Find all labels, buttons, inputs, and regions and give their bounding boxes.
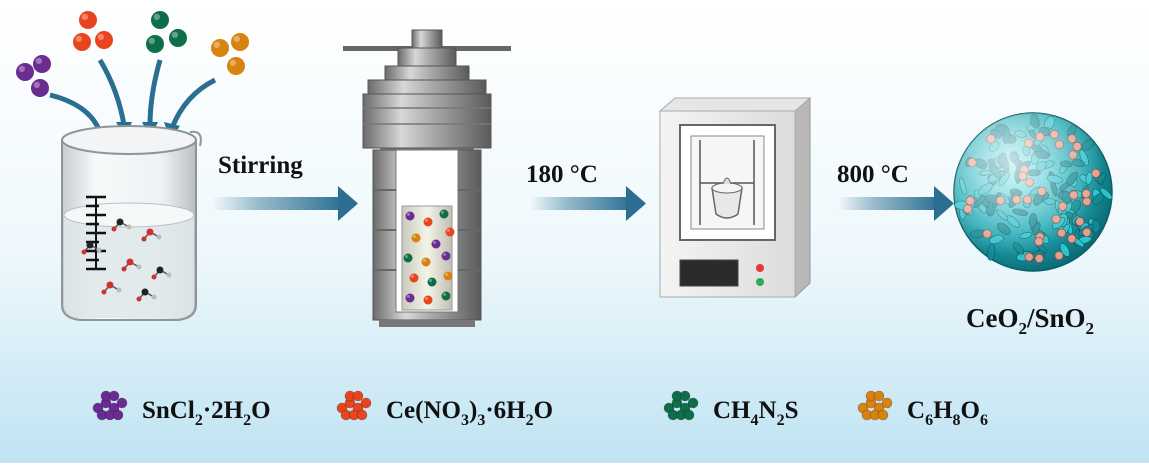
molecule-atom (136, 296, 142, 302)
crucible (711, 187, 743, 219)
molecule-atom (156, 234, 162, 240)
solution-particle (441, 291, 451, 301)
solution-particle (439, 209, 449, 219)
molecule-atom (126, 258, 134, 266)
solution-particle (409, 273, 419, 283)
process-arrow-calcination-head (934, 186, 954, 221)
curved-arrow (169, 77, 217, 129)
product-label: CeO2/SnO2 (966, 303, 1094, 338)
molecule-atom (111, 226, 117, 232)
molecule-atom (101, 289, 107, 295)
precursor-ball (95, 31, 113, 49)
precursor-ball (33, 55, 51, 73)
curved-arrow (97, 58, 127, 126)
precursor-ball (231, 33, 249, 51)
legend-label-thiourea: CH4N2S (713, 397, 798, 429)
molecule-atom (86, 241, 94, 249)
legend-item-thiourea: CH4N2S (663, 390, 798, 429)
solution-particle (423, 217, 433, 227)
step-label-hydrothermal: 180 °C (526, 161, 598, 188)
process-arrow-hydrothermal (530, 197, 632, 210)
molecule-atom (151, 274, 157, 280)
precursor-ball (227, 57, 245, 75)
process-arrow-calcination (838, 197, 940, 210)
molecule-atom (151, 294, 157, 300)
curved-arrow (147, 59, 163, 126)
legend-swatch-thiourea (663, 390, 699, 421)
ceo2-sno2-microsphere (953, 112, 1113, 272)
legend-label-ce_precursor: Ce(NO3)3·6H2O (386, 397, 553, 429)
molecule-atom (81, 249, 87, 255)
furnace-indicator-red (756, 264, 764, 272)
beaker-graduation-marks (86, 195, 106, 271)
molecule-atom (116, 218, 124, 226)
solution-particle (441, 251, 451, 261)
legend-item-ascorbic_acid: C6H8O6 (857, 390, 988, 429)
molecule-atom (126, 224, 132, 230)
beaker (61, 125, 202, 321)
molecule-atom (156, 266, 164, 274)
muffle-furnace (658, 96, 812, 299)
precursor-ball (146, 35, 164, 53)
process-arrow-stirring (212, 197, 344, 210)
solution-particle (431, 239, 441, 249)
solution-particle (421, 257, 431, 267)
solution-particle (423, 295, 433, 305)
process-arrow-stirring-head (338, 186, 358, 221)
molecule-atom (106, 281, 114, 289)
legend-label-ascorbic_acid: C6H8O6 (907, 397, 988, 429)
molecule-atom (116, 287, 122, 293)
legend-swatch-ascorbic_acid (857, 390, 893, 421)
molecule-atom (141, 236, 147, 242)
reaction-solution-particles (403, 209, 455, 305)
solution-particle (405, 293, 415, 303)
precursor-ball (31, 79, 49, 97)
solution-particle (405, 211, 415, 221)
precursor-ball (151, 11, 169, 29)
molecule-atom (96, 247, 102, 253)
step-label-stirring: Stirring (218, 152, 303, 179)
legend: SnCl2·2H2O Ce(NO3)3·6H2O CH4N2S C6H8O6 (92, 390, 988, 429)
precursor-ball (211, 39, 229, 57)
solution-particle (427, 277, 437, 287)
step-label-calcination: 800 °C (837, 161, 909, 188)
legend-swatch-ce_precursor (336, 390, 372, 421)
solution-particle (403, 253, 413, 263)
legend-label-sn_precursor: SnCl2·2H2O (142, 397, 271, 429)
precursor-ball (169, 29, 187, 47)
legend-swatch-sn_precursor (92, 390, 128, 421)
furnace-display (679, 259, 739, 287)
dissolved-molecules (81, 218, 172, 302)
furnace-indicator-green (756, 278, 764, 286)
solution-particle (411, 233, 421, 243)
molecule-atom (166, 272, 172, 278)
legend-item-ce_precursor: Ce(NO3)3·6H2O (336, 390, 553, 429)
molecule-atom (136, 264, 142, 270)
precursor-ball (79, 11, 97, 29)
legend-item-sn_precursor: SnCl2·2H2O (92, 390, 271, 429)
molecule-atom (121, 266, 127, 272)
solution-particle (445, 227, 455, 237)
precursor-ball (73, 33, 91, 51)
solution-particle (443, 271, 453, 281)
process-arrow-hydrothermal-head (626, 186, 646, 221)
molecule-atom (146, 228, 154, 236)
precursor-ball (16, 63, 34, 81)
autoclave (343, 29, 511, 327)
molecule-atom (141, 288, 149, 296)
